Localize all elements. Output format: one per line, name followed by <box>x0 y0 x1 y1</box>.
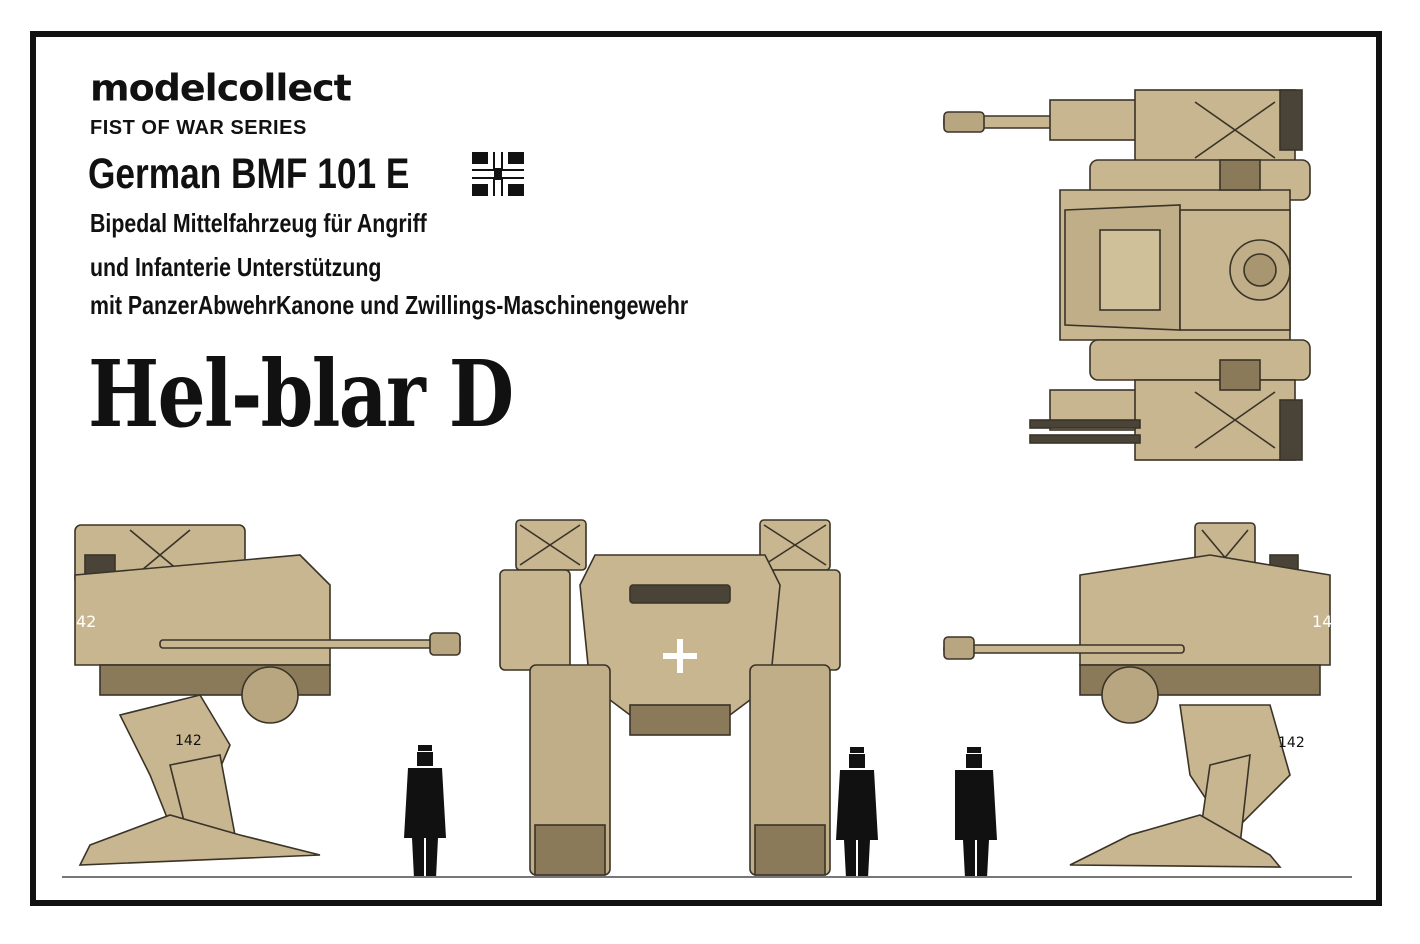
soldier-silhouette-3 <box>955 747 997 878</box>
balkenkreuz-icon <box>472 152 524 196</box>
hull-number-right: 142 <box>1278 735 1305 751</box>
series-label: FIST OF WAR SERIES <box>90 117 307 139</box>
side-view-left-drawing: 142 42 <box>74 524 461 866</box>
side-number-left: 42 <box>76 612 96 631</box>
subtitle-line-2: und Infanterie Unterstützung <box>90 252 382 282</box>
front-view-drawing <box>499 519 841 876</box>
top-view-drawing <box>943 89 1311 461</box>
ground-line <box>62 876 1352 878</box>
subtitle-line-3: mit PanzerAbwehrKanone und Zwillings-Mas… <box>90 290 689 320</box>
brand-logo: modelcollect <box>90 67 352 109</box>
soldier-silhouette-2 <box>836 747 878 878</box>
vehicle-name: Hel-blar D <box>88 340 514 448</box>
model-title: German BMF 101 E <box>88 150 410 198</box>
subtitle-line-1: Bipedal Mittelfahrzeug für Angriff <box>90 208 427 238</box>
soldier-silhouette-1 <box>404 745 446 878</box>
side-number-right: 14 <box>1312 612 1332 631</box>
hull-number-left: 142 <box>175 733 202 749</box>
side-view-right-drawing: 142 14 <box>943 522 1332 868</box>
